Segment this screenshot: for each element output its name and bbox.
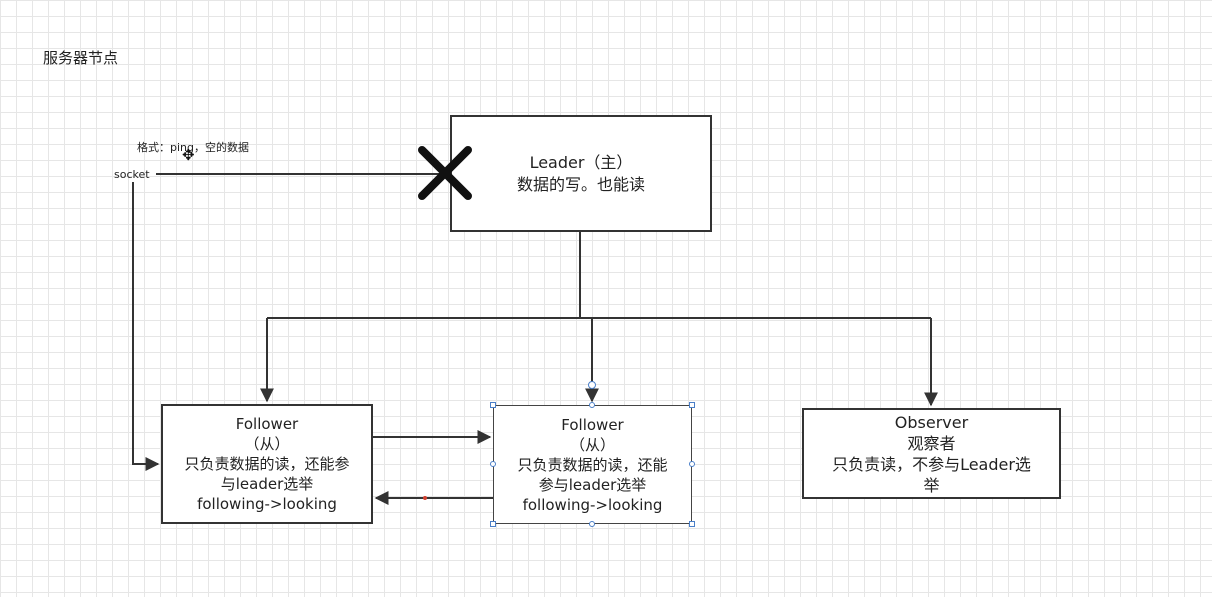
leader-desc: 数据的写。也能读 <box>516 174 645 194</box>
leader-node[interactable]: Leader（主） 数据的写。也能读 <box>450 115 712 232</box>
follower-2-desc-line-2: 参与leader选举 <box>538 475 647 494</box>
edge-socket-to-follower-1[interactable] <box>132 182 160 471</box>
page-title: 服务器节点 <box>43 49 119 67</box>
socket-label: socket <box>114 168 150 181</box>
x-cross-icon <box>418 146 472 200</box>
follower-2-role: （从） <box>569 435 615 454</box>
observer-desc-line-1: 只负责读，不参与Leader选 <box>832 454 1031 474</box>
resize-handle-top-left[interactable] <box>490 402 496 408</box>
follower-1-desc-line-1: 只负责数据的读，还能参 <box>184 455 350 473</box>
edge-midpoint-marker <box>423 496 427 500</box>
follower-2-desc-line-1: 只负责数据的读，还能 <box>517 455 668 474</box>
follower-node-2[interactable]: Follower （从） 只负责数据的读，还能 参与leader选举 follo… <box>493 405 692 524</box>
connect-handle-top[interactable] <box>589 402 595 408</box>
observer-desc-line-2: 举 <box>923 475 940 495</box>
resize-handle-top-right[interactable] <box>689 402 695 408</box>
follower-2-title: Follower <box>561 415 624 434</box>
resize-handle-bottom-left[interactable] <box>490 521 496 527</box>
connect-handle-right[interactable] <box>689 461 695 467</box>
observer-role: 观察者 <box>907 433 956 453</box>
follower-1-state: following->looking <box>197 495 337 513</box>
resize-handle-bottom-right[interactable] <box>689 521 695 527</box>
observer-node[interactable]: Observer 观察者 只负责读，不参与Leader选 举 <box>802 408 1061 499</box>
connect-handle-bottom[interactable] <box>589 521 595 527</box>
follower-2-state: following->looking <box>522 495 663 514</box>
connect-handle-left[interactable] <box>490 461 496 467</box>
rotate-handle[interactable] <box>588 381 596 389</box>
format-note: 格式：ping，空的数据 <box>137 141 249 154</box>
follower-1-role: （从） <box>244 435 290 453</box>
leader-title: Leader（主） <box>529 152 633 172</box>
follower-node-1[interactable]: Follower （从） 只负责数据的读，还能参 与leader选举 follo… <box>161 404 373 524</box>
follower-1-title: Follower <box>235 415 299 433</box>
observer-title: Observer <box>894 412 969 432</box>
move-cursor-icon: ✥ <box>182 146 195 164</box>
follower-1-desc-line-2: 与leader选举 <box>220 475 314 493</box>
